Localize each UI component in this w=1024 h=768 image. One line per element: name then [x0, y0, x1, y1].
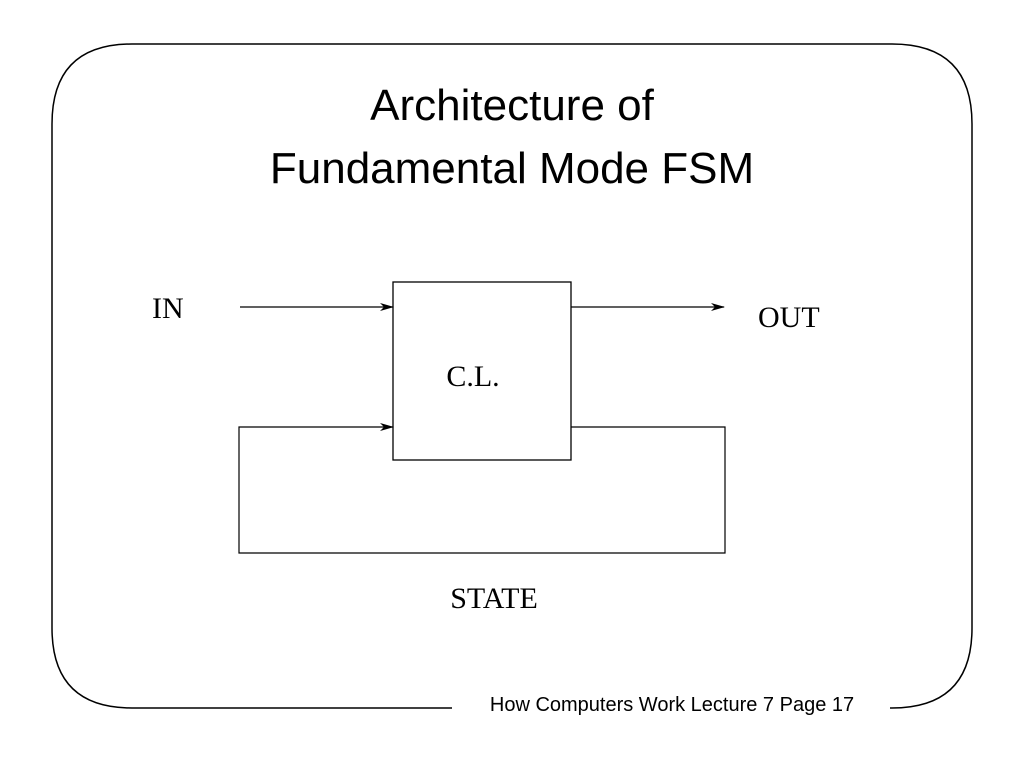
slide-footer: How Computers Work Lecture 7 Page 17 — [490, 694, 854, 716]
title-line-1: Architecture of — [370, 81, 654, 130]
output-label: OUT — [758, 301, 820, 334]
title-line-2: Fundamental Mode FSM — [270, 144, 754, 193]
slide-border — [51, 43, 973, 709]
combinational-logic-block — [392, 281, 572, 461]
state-feedback-loop — [238, 423, 726, 554]
feedback-label: STATE — [450, 582, 538, 615]
input-label: IN — [152, 292, 184, 325]
block-label: C.L. — [446, 360, 499, 393]
